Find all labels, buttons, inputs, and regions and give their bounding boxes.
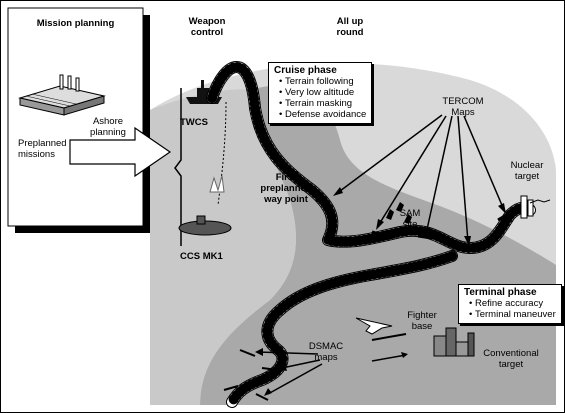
tercom-arrowheads xyxy=(333,187,506,246)
ccs-mk1-label: CCS MK1 xyxy=(180,251,223,262)
cruise-phase-item: Very low altitude xyxy=(279,87,366,98)
column-header-all-up-round: All up round xyxy=(336,16,364,38)
nuclear-target-label: Nuclear target xyxy=(510,160,544,182)
sam-launcher-icon xyxy=(386,202,412,224)
missile-flight-path xyxy=(206,61,536,408)
cruise-phase-item: Terrain masking xyxy=(279,98,366,109)
first-waypoint-marker xyxy=(291,171,299,179)
dsmac-maps-label: DSMAC maps xyxy=(308,341,344,363)
cruise-phase-list: Terrain following Very low altitude Terr… xyxy=(274,76,366,120)
terminal-phase-item: Refine accuracy xyxy=(469,298,556,309)
tercom-maps-label: TERCOM Maps xyxy=(442,96,484,118)
terminal-phase-title: Terminal phase xyxy=(464,287,537,298)
coastal-sea xyxy=(150,89,296,405)
terminal-phase-item: Terminal maneuver xyxy=(469,309,556,320)
tercom-arrows xyxy=(335,114,505,243)
ashore-planning-label: Ashore planning xyxy=(90,116,126,138)
weapon-control-bracket xyxy=(174,88,182,246)
cruise-phase-item: Terrain following xyxy=(279,76,366,87)
terminal-phase-list: Refine accuracy Terminal maneuver xyxy=(464,298,556,320)
column-header-mission-planning: Mission planning xyxy=(36,18,115,29)
conventional-target-arrow xyxy=(371,352,408,362)
computer-stack-icon xyxy=(18,74,106,116)
fighter-base-label: Fighter base xyxy=(407,310,437,332)
terminal-phase-callout: Terminal phase Refine accuracy Terminal … xyxy=(458,284,562,324)
launch-splash xyxy=(209,175,225,193)
mission-planning-card xyxy=(7,7,144,227)
first-waypoint-label: First preplanned way point xyxy=(260,172,312,205)
sam-site-label: SAM site xyxy=(399,208,421,230)
conventional-target-label: Conventional target xyxy=(483,348,539,370)
dsmac-arrows xyxy=(257,351,323,395)
twcs-label: TWCS xyxy=(180,117,208,128)
cruise-phase-callout: Cruise phase Terrain following Very low … xyxy=(268,62,373,124)
preplanned-missions-label: Preplanned missions xyxy=(18,138,67,160)
dsmac-map-segments xyxy=(223,349,279,401)
dsmac-arrowheads xyxy=(255,348,287,396)
submarine-icon xyxy=(178,215,232,236)
fighter-jet-icon xyxy=(355,317,407,341)
mission-transfer-arrow xyxy=(69,126,172,178)
column-header-weapon-control: Weapon control xyxy=(188,16,226,38)
sub-launch-trail xyxy=(217,101,227,206)
building-icon xyxy=(433,327,475,357)
cruise-phase-title: Cruise phase xyxy=(274,65,337,76)
nuclear-target-icon xyxy=(520,195,551,219)
cruise-phase-item: Defense avoidance xyxy=(279,109,366,120)
